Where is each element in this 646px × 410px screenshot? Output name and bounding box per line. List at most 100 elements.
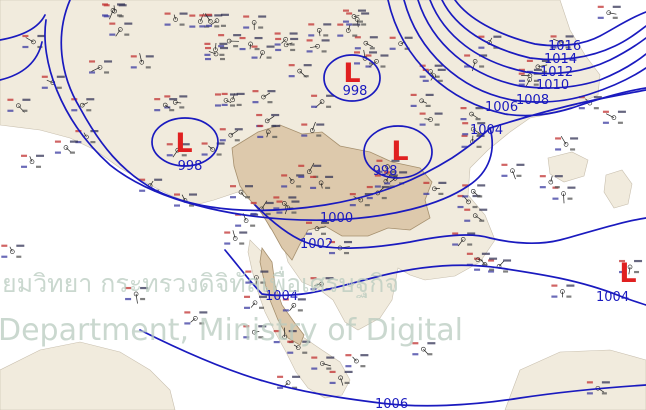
- isobar-line: [417, 0, 646, 89]
- isobar-label: 1004: [596, 290, 629, 305]
- isobar-label: 1006: [375, 397, 408, 410]
- sumatra: [0, 341, 176, 410]
- isobar-label: 1016: [548, 39, 581, 54]
- isobar-label: 1006: [485, 100, 518, 115]
- station-plot: [423, 181, 447, 195]
- station-plot: [410, 93, 434, 108]
- watermark-line-thai: ยมวิทยา กระทรวงดิจิทัลเพื่อเศรษฐกิจ: [2, 266, 399, 298]
- isobar-line: [224, 249, 646, 306]
- station-plot: [452, 232, 476, 247]
- station-plot: [164, 12, 188, 26]
- station-plot: [301, 121, 325, 137]
- isobar-label: 1010: [536, 78, 569, 93]
- station-plot: [103, 4, 127, 18]
- station-plot: [501, 163, 525, 180]
- isobar-label: 1008: [516, 93, 549, 108]
- thailand: [231, 124, 433, 261]
- station-plot: [462, 184, 486, 198]
- station-plot: [287, 340, 311, 354]
- station-plot: [389, 36, 413, 50]
- station-plot: [346, 12, 370, 28]
- hainan-island: [547, 151, 589, 183]
- station-plot: [462, 122, 486, 136]
- low-pressure-symbol: L: [343, 58, 360, 89]
- station-plot: [199, 13, 223, 28]
- station-plot: [551, 284, 575, 298]
- isobar-low-ring: [323, 54, 381, 102]
- station-plot: [274, 32, 298, 46]
- low-pressure-value: 998: [343, 84, 368, 99]
- station-plot: [205, 13, 229, 27]
- station-plot: [1, 244, 25, 258]
- isobar-label: 1012: [540, 65, 573, 80]
- station-plot: [239, 36, 263, 51]
- station-plot: [201, 142, 225, 156]
- station-plot: [306, 39, 330, 53]
- station-plot: [184, 311, 208, 325]
- station-plot: [204, 42, 228, 56]
- isobar-line: [441, 0, 646, 61]
- station-plot: [130, 53, 154, 69]
- station-plot: [310, 175, 334, 190]
- isobar-line: [0, 41, 43, 81]
- station-plot: [230, 185, 254, 199]
- watermark: ยมวิทยา กระทรวงดิจิทัลเพื่อเศรษฐกิจ Depa…: [0, 266, 463, 348]
- station-plot: [354, 36, 378, 50]
- isobar-line: [0, 14, 46, 41]
- station-plot: [345, 354, 369, 368]
- station-plot: [89, 60, 113, 74]
- station-plot: [305, 221, 329, 235]
- philippines-fragment: [603, 169, 633, 209]
- station-plot: [7, 98, 31, 113]
- station-plot: [125, 286, 149, 304]
- station-plot: [376, 159, 400, 176]
- station-plot: [464, 208, 488, 222]
- station-plot: [282, 298, 306, 312]
- low-pressure-value: 998: [373, 164, 398, 179]
- isobar-low-ring: [151, 117, 219, 167]
- isobar-label: 1004: [265, 289, 298, 304]
- isobar-label: 1004: [470, 123, 503, 138]
- station-plot: [219, 128, 243, 142]
- station-plot: [311, 356, 335, 370]
- station-plot: [464, 54, 488, 72]
- isobar-line: [429, 0, 646, 75]
- station-plot: [54, 140, 78, 154]
- low-pressure-symbol: L: [619, 258, 636, 289]
- isobar-label: 1014: [544, 52, 577, 67]
- low-pressure-symbol: L: [391, 136, 408, 167]
- station-plot: [275, 37, 299, 52]
- station-plot: [251, 45, 275, 59]
- isobar-low-ring: [363, 125, 433, 179]
- station-plot: [337, 23, 361, 37]
- thailand-south: [259, 246, 305, 346]
- station-plot: [218, 34, 242, 48]
- low-pressure-value: 998: [178, 159, 203, 174]
- station-plot: [288, 64, 312, 78]
- watermark-line-english: Department, Ministry of Digital: [0, 313, 463, 348]
- isobar-line: [44, 19, 494, 222]
- station-plot: [460, 107, 484, 121]
- isobar-line: [454, 0, 646, 47]
- low-pressure-centers: L 998 L 998 L 998 L: [175, 58, 636, 289]
- station-plot: [412, 342, 436, 356]
- station-plot: [243, 325, 267, 339]
- low-pressure-symbol: L: [175, 128, 192, 159]
- station-plot: [164, 95, 188, 109]
- station-plot: [342, 9, 366, 23]
- station-plot: [419, 112, 443, 126]
- station-plot: [329, 370, 353, 386]
- isobar-labels: 1016 1014 1012 1010 1008 1006 1004 1000 …: [265, 39, 629, 410]
- station-plot: [597, 5, 621, 19]
- isobar-line: [403, 0, 646, 103]
- station-plot: [619, 259, 643, 275]
- station-plot: [252, 90, 276, 104]
- station-plot: [257, 124, 281, 139]
- station-plot: [224, 230, 248, 245]
- station-plot: [21, 154, 45, 168]
- station-plot: [539, 175, 563, 189]
- isobar-line: [254, 204, 646, 249]
